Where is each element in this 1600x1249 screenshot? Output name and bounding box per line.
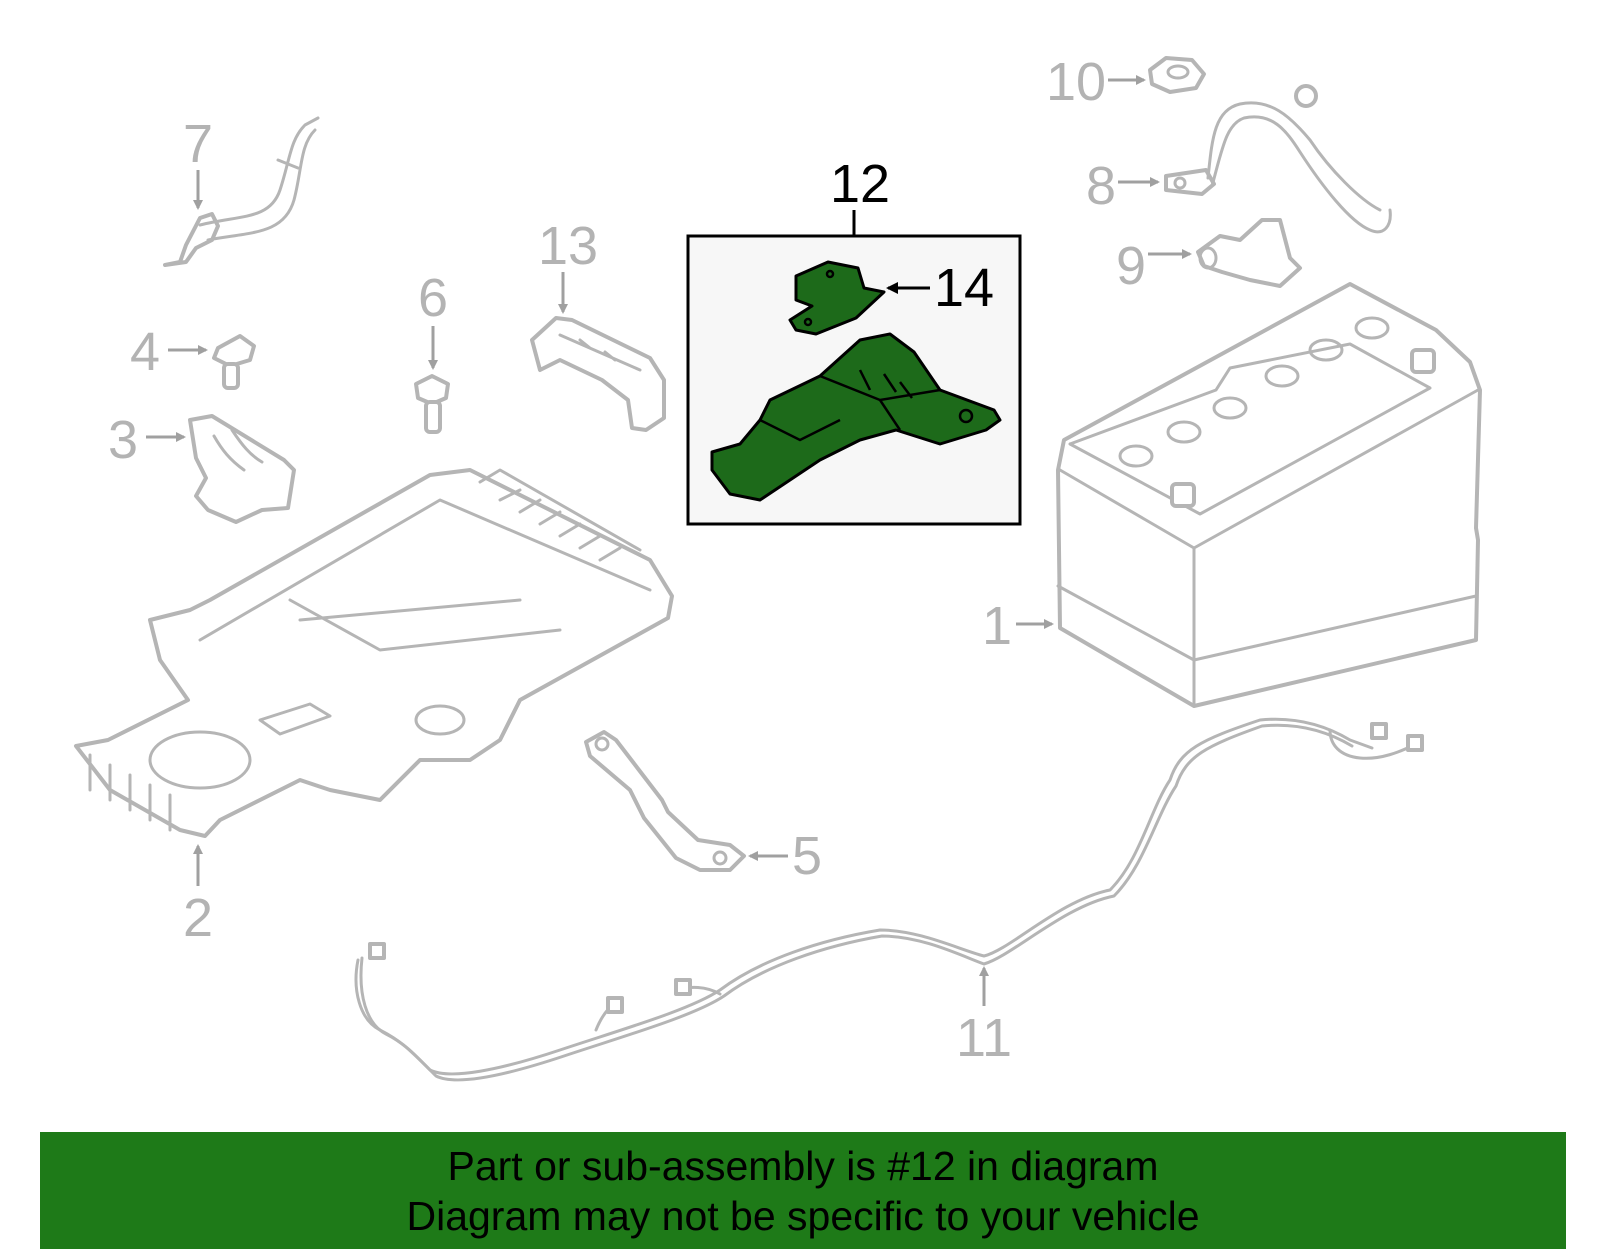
part-9-terminal [1148, 218, 1302, 288]
callout-10: 10 [1046, 52, 1106, 112]
callout-3: 3 [108, 410, 138, 470]
part-8-cable [1118, 84, 1392, 234]
callout-9: 9 [1116, 236, 1146, 296]
callout-13: 13 [538, 216, 598, 276]
callout-12: 12 [830, 154, 890, 214]
part-13-bracket [530, 272, 666, 432]
part-11-wire-harness [354, 717, 1424, 1082]
footer-line-1: Part or sub-assembly is #12 in diagram [447, 1142, 1159, 1189]
part-14-bracket [788, 260, 886, 336]
callout-7: 7 [183, 114, 213, 174]
part-12-assembly [710, 332, 1002, 502]
callout-8: 8 [1086, 156, 1116, 216]
callout-2: 2 [183, 888, 213, 948]
part-2-battery-tray [74, 468, 674, 886]
callout-6: 6 [418, 268, 448, 328]
callout-4: 4 [130, 322, 160, 382]
callout-11: 11 [956, 1008, 1012, 1068]
footer-line-2: Diagram may not be specific to your vehi… [406, 1192, 1200, 1239]
callout-5: 5 [792, 826, 822, 886]
part-3-bracket [146, 414, 296, 524]
part-4-bolt [168, 334, 256, 390]
part-5-ground-strap [584, 730, 788, 872]
part-7-hose [163, 116, 320, 267]
callout-14: 14 [934, 258, 994, 318]
part-12-box [686, 210, 1022, 526]
part-1-battery [1016, 282, 1482, 708]
part-6-bolt [414, 326, 450, 434]
parts-diagram: 7 4 3 6 13 2 [74, 52, 1482, 1082]
part-10-nut [1108, 56, 1206, 94]
callout-1: 1 [982, 596, 1012, 656]
footer-banner: Part or sub-assembly is #12 in diagram D… [40, 1132, 1566, 1249]
